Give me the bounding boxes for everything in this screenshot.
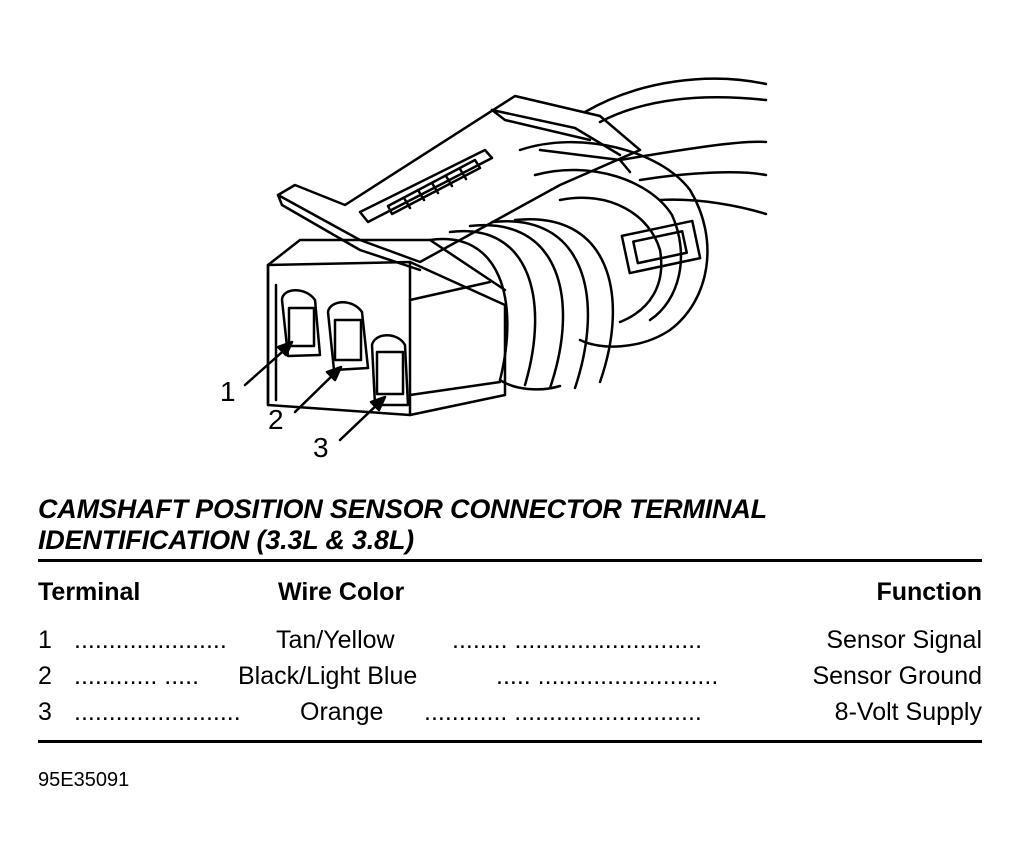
function-value: 8-Volt Supply: [834, 698, 982, 726]
terminal-1-leader: [243, 340, 294, 387]
wire-color: Orange: [300, 698, 384, 726]
diagram-title: CAMSHAFT POSITION SENSOR CONNECTOR TERMI…: [38, 494, 978, 556]
header-wire-color: Wire Color: [278, 578, 405, 606]
bottom-rule: [38, 740, 982, 743]
wire-color: Black/Light Blue: [238, 662, 418, 690]
dot-leader: ......................: [74, 626, 227, 654]
table-row: 1 ...................... Tan/Yellow ....…: [38, 623, 982, 657]
wire-color: Tan/Yellow: [276, 626, 395, 654]
header-terminal: Terminal: [38, 578, 141, 606]
terminal-cavities: [280, 289, 410, 407]
dot-leader: ............ .....: [74, 662, 200, 690]
terminal-number: 1: [38, 626, 52, 654]
callout-terminal-1: 1: [220, 376, 236, 407]
function-value: Sensor Signal: [826, 626, 982, 654]
connector-housing: [266, 238, 507, 417]
locking-tab: [276, 94, 642, 272]
dot-leader: ............ ...........................: [424, 698, 702, 726]
header-function: Function: [876, 578, 982, 606]
dot-leader: ..... ..........................: [496, 662, 719, 690]
terminal-2-leader: [293, 365, 343, 414]
dot-leader: ........ ...........................: [452, 626, 703, 654]
figure-id: 95E35091: [38, 769, 130, 791]
connector-boot: [518, 140, 709, 348]
terminal-number: 3: [38, 698, 52, 726]
callout-terminal-2: 2: [268, 404, 284, 435]
connector-illustration: [243, 77, 768, 442]
title-line-1: CAMSHAFT POSITION SENSOR CONNECTOR TERMI…: [38, 494, 767, 524]
table-row: 2 ............ ..... Black/Light Blue ..…: [38, 659, 982, 693]
title-line-2: IDENTIFICATION (3.3L & 3.8L): [38, 525, 414, 555]
wire-bundle: [583, 77, 768, 216]
callout-terminal-3: 3: [313, 432, 329, 463]
table-row: 3 ........................ Orange ......…: [38, 695, 982, 729]
seal-ribs: [428, 217, 615, 391]
top-rule: [38, 559, 982, 562]
terminal-number: 2: [38, 662, 52, 690]
function-value: Sensor Ground: [812, 662, 982, 690]
dot-leader: ........................: [74, 698, 241, 726]
terminal-3-leader: [338, 395, 387, 442]
